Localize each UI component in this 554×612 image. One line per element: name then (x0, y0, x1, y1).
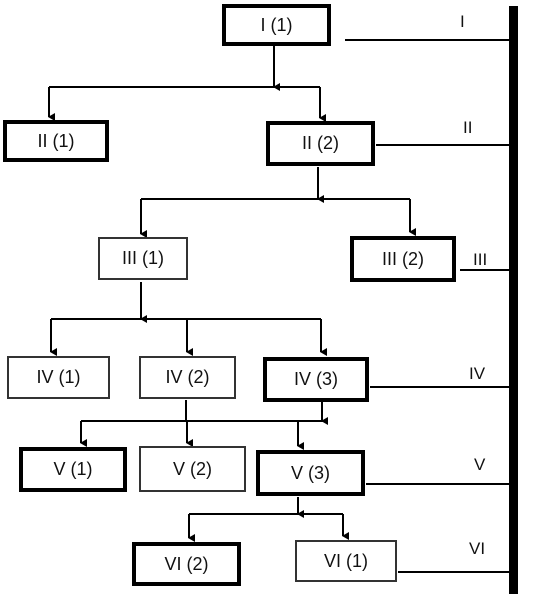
node-v-2: V (2) (139, 446, 246, 492)
node-v-3: V (3) (256, 450, 365, 496)
node-i-1: I (1) (222, 4, 331, 46)
level-label-v: V (474, 455, 486, 474)
node-iv-2: IV (2) (139, 356, 236, 399)
node-iii-1: III (1) (98, 237, 188, 280)
level-label-iii: III (473, 250, 488, 269)
node-iv-3: IV (3) (263, 357, 369, 402)
node-ii-1: II (1) (3, 120, 109, 162)
level-label-iv: IV (469, 364, 486, 383)
level-label-ii: II (463, 118, 473, 137)
node-ii-2: II (2) (266, 121, 375, 166)
node-iii-2: III (2) (350, 236, 456, 282)
node-vi-2: VI (2) (132, 542, 241, 586)
level-bar (509, 6, 518, 594)
node-vi-1: VI (1) (295, 540, 397, 582)
tree-edges (48, 45, 416, 542)
level-connectors (345, 39, 509, 573)
level-label-vi: VI (469, 539, 486, 558)
node-iv-1: IV (1) (7, 356, 110, 399)
level-label-i: I (460, 12, 465, 31)
node-v-1: V (1) (19, 447, 127, 492)
